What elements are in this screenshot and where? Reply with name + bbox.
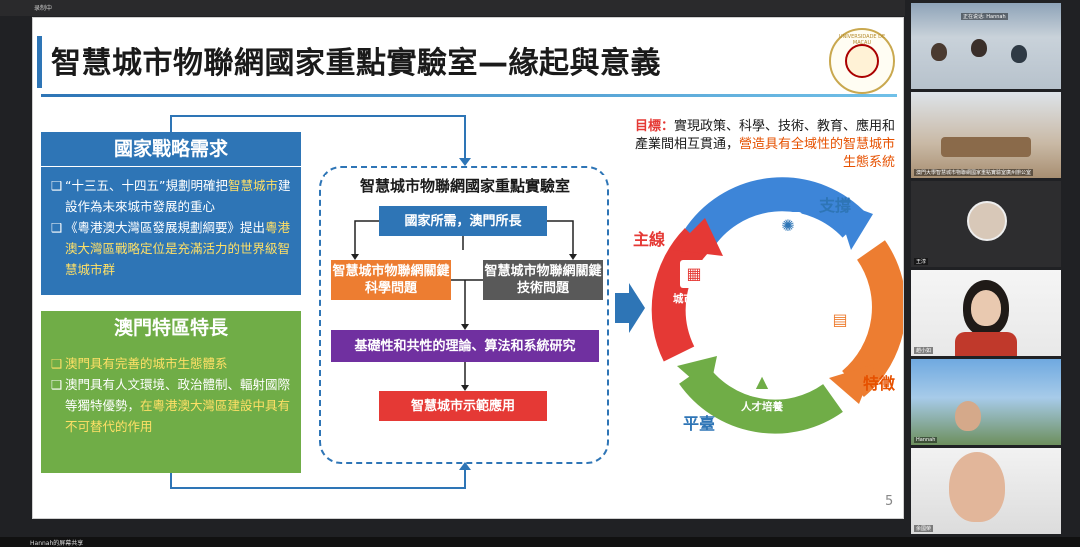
recording-label: 录制中 xyxy=(34,5,53,12)
national-strategy-body: ❑ “十三五、十四五”規劃明確把智慧城市建設作為未來城市發展的重心 ❑ 《粵港澳… xyxy=(41,167,301,295)
title-divider xyxy=(41,94,897,97)
macao-strength-heading: 澳門特區特長 xyxy=(41,311,301,345)
logo-shield-icon xyxy=(845,44,879,78)
macao-bullet-1-text: 澳門具有完善的城市生態體系 xyxy=(65,356,228,371)
checkbox-bullet-icon: ❑ xyxy=(51,178,63,193)
bottom-connector-arrow xyxy=(459,462,471,470)
merge-down-arrow xyxy=(461,324,469,330)
node-talent-training: ▲ 人才培養 xyxy=(727,368,797,414)
label-support: 支撐 xyxy=(819,196,852,215)
participant-name: Hannah xyxy=(914,437,938,443)
technology-problem-box: 智慧城市物聯網關鍵技術問題 xyxy=(483,260,603,300)
node-application-support: ▤ 應用支援 xyxy=(805,306,875,352)
meeting-table xyxy=(941,137,1031,157)
cycle-arc-blue xyxy=(683,177,868,250)
flow-connectors xyxy=(170,115,903,489)
node-app-label: 應用支援 xyxy=(819,339,861,351)
national-bullet-2-highlight: 粵港澳大灣區戰略定位是充滿活力的世界級智慧城市群 xyxy=(65,220,291,277)
node-talent-label: 人才培養 xyxy=(741,401,783,413)
macao-bullet-2: ❑ 澳門具有人文環境、政治體制、輻射國際等獨特優勢，在粵港澳大灣區建設中具有不可… xyxy=(51,374,293,437)
participant-tile-5[interactable]: Hannah xyxy=(911,359,1061,445)
bottom-connector xyxy=(170,464,466,489)
lab-flow-title: 智慧城市物聯網國家重點實驗室 xyxy=(325,175,605,196)
macao-bullet-2-text: 澳門具有人文環境、政治體制、輻射國際等獨特優勢， xyxy=(65,377,291,413)
national-bullet-2-text: 《粵港澳大灣區發展規劃綱要》提出 xyxy=(65,220,266,235)
macao-bullet-2-highlight: 在粵港澳大灣區建設中具有不可替代的作用 xyxy=(65,398,291,434)
top-connector xyxy=(170,115,466,164)
split-left xyxy=(354,220,379,256)
lab-dashed-frame xyxy=(319,166,609,464)
national-bullet-1-highlight: 智慧城市 xyxy=(227,178,278,193)
participant-figure xyxy=(971,39,987,57)
participant-tile-1[interactable]: 正在说话: Hannah xyxy=(911,3,1061,89)
node-key-technology: ✺ 關鍵技術 xyxy=(753,212,823,258)
cycle-arrow-orange xyxy=(829,364,875,404)
node-city-label: 城市發展 xyxy=(673,293,715,305)
label-feature: 特徵 xyxy=(863,374,896,393)
goal-label: 目標： xyxy=(634,119,674,134)
cycle-center xyxy=(715,246,839,370)
node-tech-label: 關鍵技術 xyxy=(767,245,809,257)
participant-tile-6[interactable]: 余國榮 xyxy=(911,448,1061,534)
participant-figure xyxy=(931,43,947,61)
brain-icon: ✺ xyxy=(774,212,802,240)
science-problem-box: 智慧城市物聯網關鍵科學問題 xyxy=(331,260,451,300)
participant-face xyxy=(971,290,1001,326)
need-box: 國家所需，澳門所長 xyxy=(379,206,547,236)
participant-figure xyxy=(1011,45,1027,63)
split-right-arrow xyxy=(569,254,577,260)
basic-research-box: 基礎性和共性的理論、算法和系統研究 xyxy=(331,330,599,362)
slide-title: 智慧城市物聯網國家重點實驗室—緣起與意義 xyxy=(51,46,661,81)
national-bullet-2: ❑ 《粵港澳大灣區發展規劃綱要》提出粵港澳大灣區戰略定位是充滿活力的世界級智慧城… xyxy=(51,217,293,280)
participant-name: 正在说话: Hannah xyxy=(961,13,1008,20)
participant-name: 澳門大學智慧城市物聯網國家重點實驗室廣州辦公室 xyxy=(914,169,1034,176)
cycle-arrow-red xyxy=(673,218,723,256)
basic-to-demo-arrow xyxy=(461,385,469,391)
avatar xyxy=(967,201,1007,241)
cycle-arrow-blue xyxy=(835,200,873,250)
participant-shirt xyxy=(955,332,1017,356)
goal-text: 實現政策、科學、技術、教育、應用和產業間相互貫通， xyxy=(634,119,895,152)
big-right-arrow xyxy=(615,283,645,333)
cycle-arrow-green xyxy=(677,356,717,394)
participant-name: 趙小如 xyxy=(914,347,934,354)
participant-name: 余國榮 xyxy=(914,525,934,532)
checkbox-bullet-icon: ❑ xyxy=(51,377,63,392)
national-strategy-heading: 國家戰略需求 xyxy=(41,132,301,166)
checkbox-bullet-icon: ❑ xyxy=(51,356,63,371)
label-platform: 平臺 xyxy=(683,414,716,433)
page-number: 5 xyxy=(885,494,894,509)
participant-face xyxy=(949,452,1005,522)
national-bullet-1-text: “十三五、十四五”規劃明確把 xyxy=(65,178,228,193)
building-icon: ▦ xyxy=(680,260,708,288)
top-connector-arrow xyxy=(459,158,471,166)
checkbox-bullet-icon: ❑ xyxy=(51,220,63,235)
document-icon: ▤ xyxy=(826,306,854,334)
logo-text: UNIVERSIDADE DE MACAU xyxy=(838,34,886,46)
screen-share-label: Hannah的屏幕共享 xyxy=(30,540,84,547)
graduation-cap-icon: ▲ xyxy=(748,368,776,396)
top-status-bar: 录制中 xyxy=(0,0,905,16)
macao-strength-body: ❑ 澳門具有完善的城市生態體系 ❑ 澳門具有人文環境、政治體制、輻射國際等獨特優… xyxy=(41,345,301,473)
macao-bullet-1: ❑ 澳門具有完善的城市生態體系 xyxy=(51,353,293,374)
participant-name: 王淳 xyxy=(914,258,929,265)
goal-text-block: 目標：實現政策、科學、技術、教育、應用和產業間相互貫通，營造具有全域性的智慧城市… xyxy=(627,118,895,172)
national-bullet-1: ❑ “十三五、十四五”規劃明確把智慧城市建設作為未來城市發展的重心 xyxy=(51,175,293,217)
node-city-development: ▦ 城市發展 xyxy=(659,260,729,306)
split-right xyxy=(547,220,574,256)
title-accent-bar xyxy=(37,36,42,88)
goal-highlight: 營造具有全域性的智慧城市生態系統 xyxy=(738,137,895,170)
participant-tile-2[interactable]: 澳門大學智慧城市物聯網國家重點實驗室廣州辦公室 xyxy=(911,92,1061,178)
bottom-share-bar: Hannah的屏幕共享 xyxy=(0,537,1080,547)
participant-tile-4[interactable]: 趙小如 xyxy=(911,270,1061,356)
shared-slide: 智慧城市物聯網國家重點實驗室—緣起與意義 UNIVERSIDADE DE MAC… xyxy=(32,17,904,519)
split-left-arrow xyxy=(351,254,359,260)
demo-application-box: 智慧城市示範應用 xyxy=(379,391,547,421)
participant-face xyxy=(955,401,981,431)
national-bullet-1-rest: 建設作為未來城市發展的重心 xyxy=(65,178,291,214)
participant-tile-3[interactable]: 王淳 xyxy=(911,181,1061,267)
university-logo: UNIVERSIDADE DE MACAU xyxy=(829,28,895,94)
label-main-line: 主線 xyxy=(633,230,666,249)
